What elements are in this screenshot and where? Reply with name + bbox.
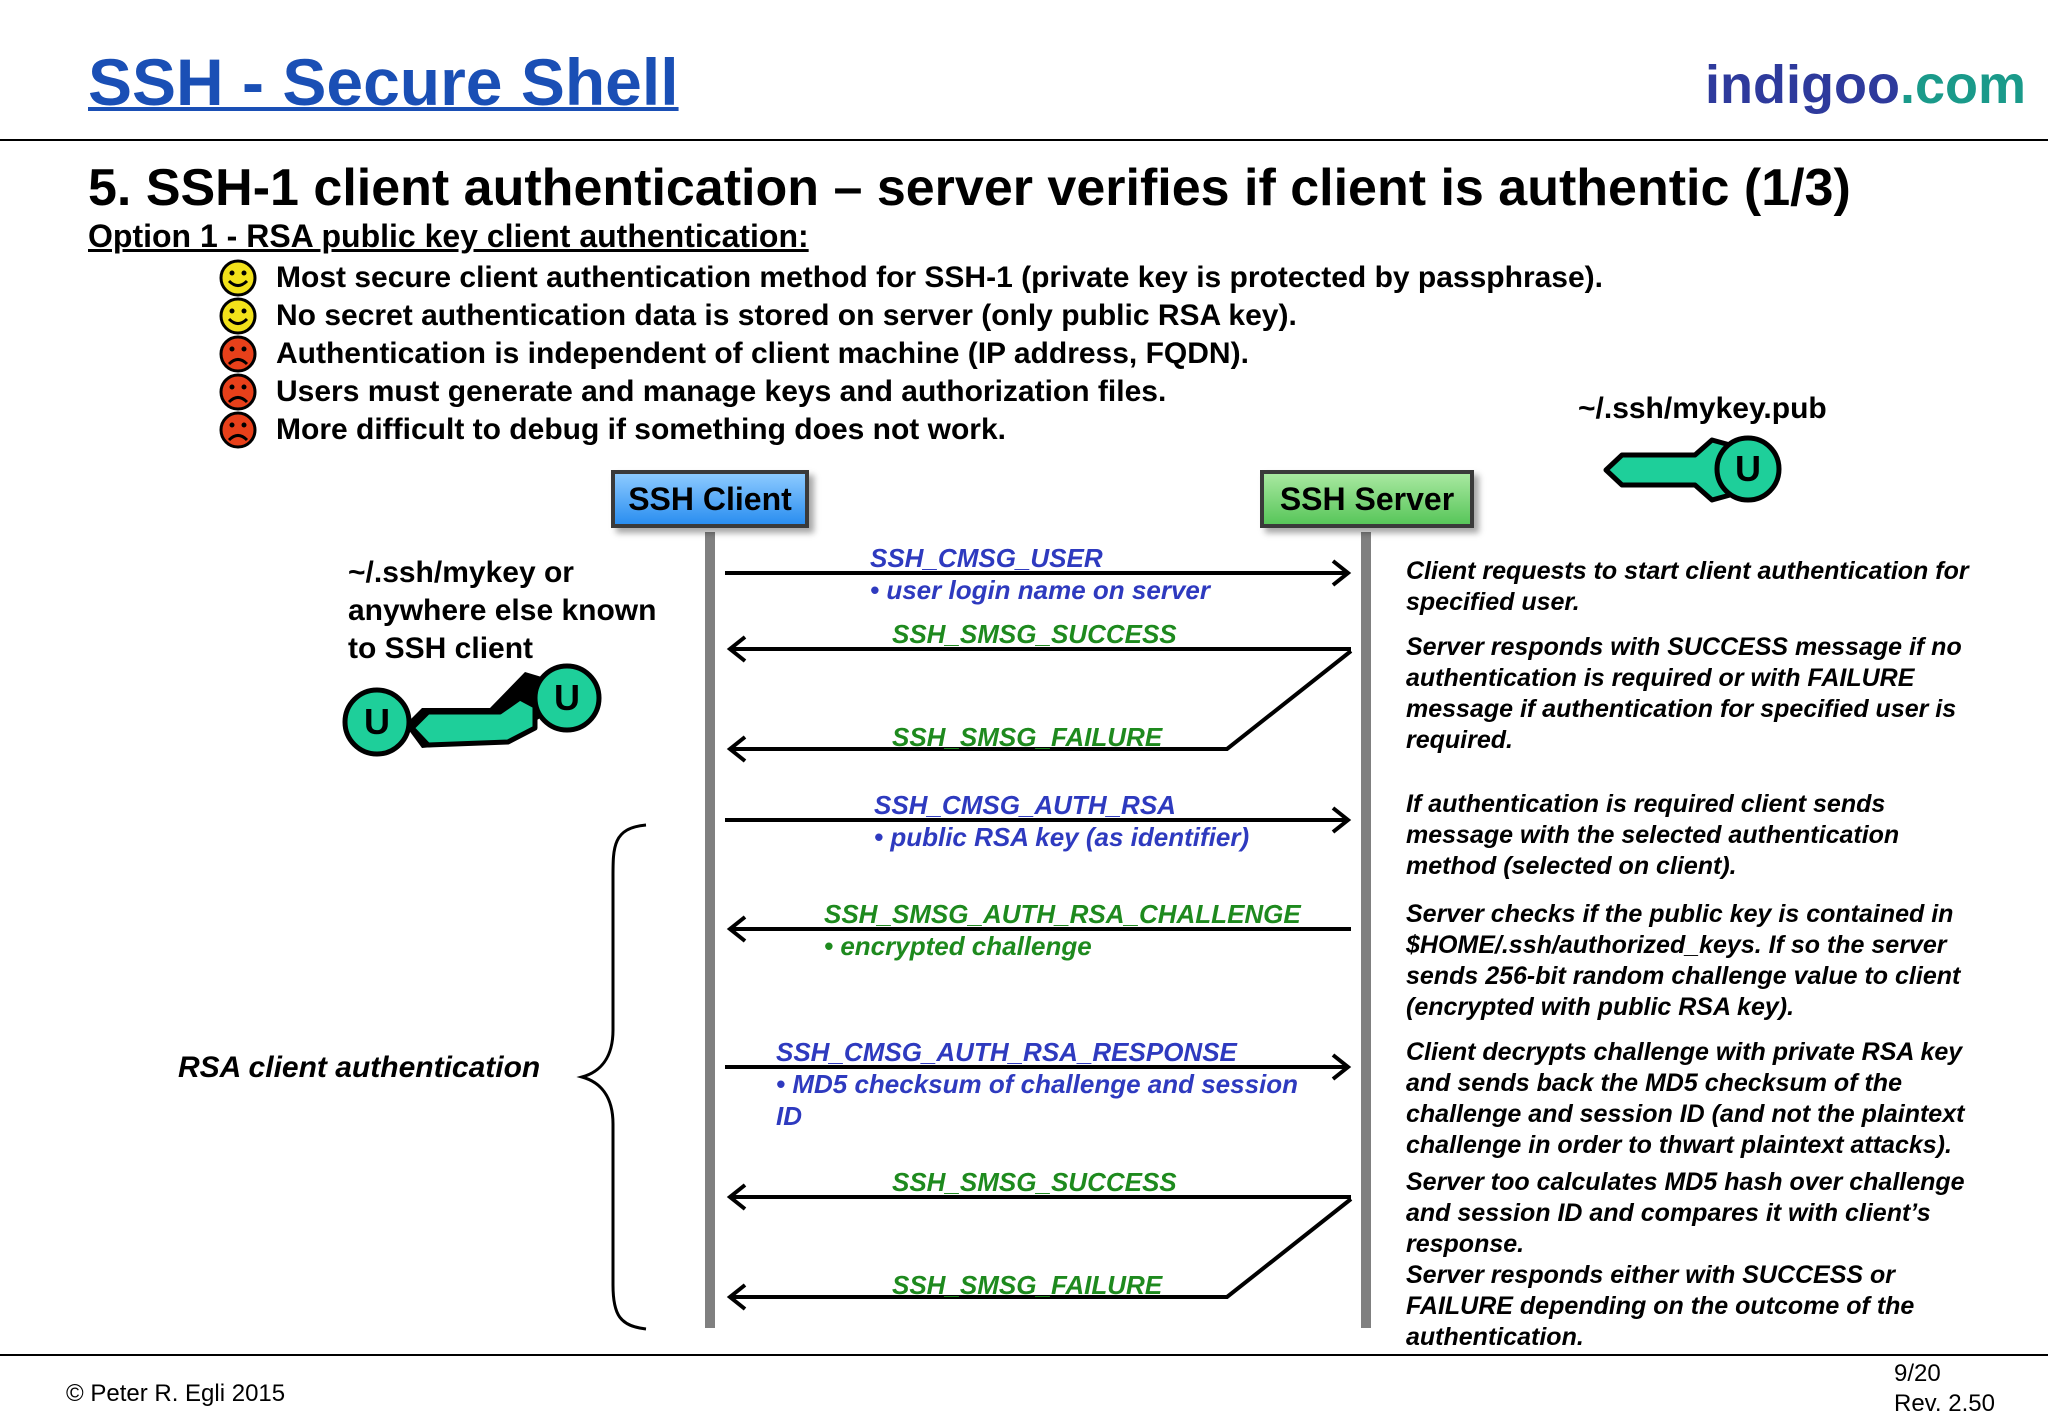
client-key-note-line: to SSH client — [348, 632, 534, 665]
description-block: Client requests to start client authenti… — [1406, 556, 2006, 618]
description-line: $HOME/.ssh/authorized_keys. If so the se… — [1406, 931, 1947, 959]
description-block: Server checks if the public key is conta… — [1406, 899, 2006, 1023]
description-line: message with the selected authentication — [1406, 821, 1900, 849]
bullet-text: Users must generate and manage keys and … — [276, 375, 1167, 408]
arrowhead-left — [726, 735, 747, 763]
description-line: sends 256-bit random challenge value to … — [1406, 962, 1961, 990]
msg-label: SSH_SMSG_FAILURE — [892, 1270, 1163, 1300]
description-block: If authentication is required client sen… — [1406, 789, 2006, 882]
client-key-note-line: anywhere else known — [348, 594, 657, 627]
msg-detail: • user login name on server — [870, 575, 1210, 605]
page-title: 5. SSH-1 client authentication – server … — [88, 159, 1851, 217]
header-divider — [0, 139, 2048, 141]
frowning-face-icon — [219, 373, 257, 411]
header-title: SSH - Secure Shell — [88, 45, 679, 119]
description-line: Server checks if the public key is conta… — [1406, 900, 1954, 928]
option-title: Option 1 - RSA public key client authent… — [88, 218, 809, 254]
description-line: specified user. — [1406, 588, 1580, 616]
smiley-face-icon — [219, 259, 257, 297]
msg-label: SSH_SMSG_AUTH_RSA_CHALLENGE — [824, 899, 1301, 929]
description-block: Server responds with SUCCESS message if … — [1406, 632, 2006, 756]
bullet-item: Most secure client authentication method… — [218, 259, 1604, 297]
msg-detail: ID — [776, 1101, 802, 1131]
arrowhead-left — [726, 915, 747, 943]
description-block: Server too calculates MD5 hash over chal… — [1406, 1167, 2006, 1353]
arrowhead-right — [1331, 559, 1352, 587]
server-lifeline — [1361, 532, 1371, 1328]
description-line: Server responds with SUCCESS message if … — [1406, 633, 1962, 661]
description-line: Server too calculates MD5 hash over chal… — [1406, 1168, 1965, 1196]
arrow-smsg-failure-2 — [733, 1197, 1353, 1299]
description-line: Server responds either with SUCCESS or — [1406, 1261, 1896, 1289]
description-line: challenge in order to thwart plaintext a… — [1406, 1131, 1952, 1159]
brand-suffix: .com — [1899, 55, 2026, 115]
arrow-smsg-failure — [733, 649, 1353, 751]
bullet-text: No secret authentication data is stored … — [276, 299, 1297, 332]
description-line: challenge and session ID (and not the pl… — [1406, 1100, 1965, 1128]
server-key-letter: U — [1735, 448, 1761, 489]
revision-label: Rev. 2.50 — [1894, 1390, 1995, 1417]
client-lifeline — [705, 532, 715, 1328]
footer-copyright: © Peter R. Egli 2015 — [66, 1380, 286, 1407]
server-public-key-icon — [1603, 435, 1782, 503]
description-block: Client decrypts challenge with private R… — [1406, 1037, 2006, 1161]
description-line: authentication is required or with FAILU… — [1406, 664, 1915, 692]
bullet-text: Most secure client authentication method… — [276, 261, 1604, 294]
description-line: and session ID and compares it with clie… — [1406, 1199, 1931, 1227]
description-line: If authentication is required client sen… — [1406, 790, 1886, 818]
msg-label: SSH_CMSG_USER — [870, 543, 1103, 573]
smiley-face-icon — [219, 297, 257, 335]
bullet-item: No secret authentication data is stored … — [218, 297, 1297, 335]
ssh-server-node: SSH Server — [1260, 470, 1474, 528]
bullet-text: More difficult to debug if something doe… — [276, 413, 1006, 446]
client-key-letter: U — [364, 701, 390, 742]
description-line: Client decrypts challenge with private R… — [1406, 1038, 1963, 1066]
arrowhead-right — [1331, 806, 1352, 834]
description-line: Client requests to start client authenti… — [1406, 557, 1969, 585]
footer-divider — [0, 1354, 2048, 1356]
brace-label: RSA client authentication — [178, 1051, 541, 1084]
description-line: response. — [1406, 1230, 1525, 1258]
description-line: required. — [1406, 726, 1513, 754]
client-key-letter: U — [554, 677, 580, 718]
msg-label: SSH_CMSG_AUTH_RSA — [874, 790, 1176, 820]
msg-label: SSH_SMSG_FAILURE — [892, 722, 1163, 752]
bullet-item: Authentication is independent of client … — [218, 335, 1249, 373]
brand-main: indigoo — [1705, 55, 1900, 115]
arrowhead-left — [726, 635, 747, 663]
frowning-face-icon — [219, 411, 257, 449]
msg-detail: • encrypted challenge — [824, 931, 1092, 961]
description-line: method (selected on client). — [1406, 852, 1737, 880]
description-line: message if authentication for specified … — [1406, 695, 1957, 723]
page-number: 9/20 — [1894, 1360, 1941, 1387]
description-line: and sends back the MD5 checksum of the — [1406, 1069, 1902, 1097]
description-line: FAILURE depending on the outcome of the — [1406, 1292, 1915, 1320]
frowning-face-icon — [219, 335, 257, 373]
arrowhead-left — [726, 1183, 747, 1211]
ssh-client-node: SSH Client — [611, 470, 809, 528]
arrowhead-left — [726, 1283, 747, 1311]
msg-detail: • MD5 checksum of challenge and session — [776, 1069, 1299, 1099]
bullet-item: Users must generate and manage keys and … — [218, 373, 1167, 411]
rsa-auth-brace — [576, 823, 647, 1331]
msg-label: SSH_SMSG_SUCCESS — [892, 1167, 1177, 1197]
client-key-note-line: ~/.ssh/mykey or — [348, 556, 574, 589]
server-key-path: ~/.ssh/mykey.pub — [1578, 392, 1827, 425]
description-line: (encrypted with public RSA key). — [1406, 993, 1795, 1021]
msg-label: SSH_CMSG_AUTH_RSA_RESPONSE — [776, 1037, 1237, 1067]
bullet-item: More difficult to debug if something doe… — [218, 411, 1006, 449]
bullet-text: Authentication is independent of client … — [276, 337, 1249, 370]
brand-logo: indigoo.com — [1705, 54, 2026, 116]
msg-detail: • public RSA key (as identifier) — [874, 822, 1250, 852]
arrowhead-right — [1331, 1053, 1352, 1081]
msg-label: SSH_SMSG_SUCCESS — [892, 619, 1177, 649]
description-line: authentication. — [1406, 1323, 1584, 1351]
client-key-pair-icon — [342, 663, 602, 757]
